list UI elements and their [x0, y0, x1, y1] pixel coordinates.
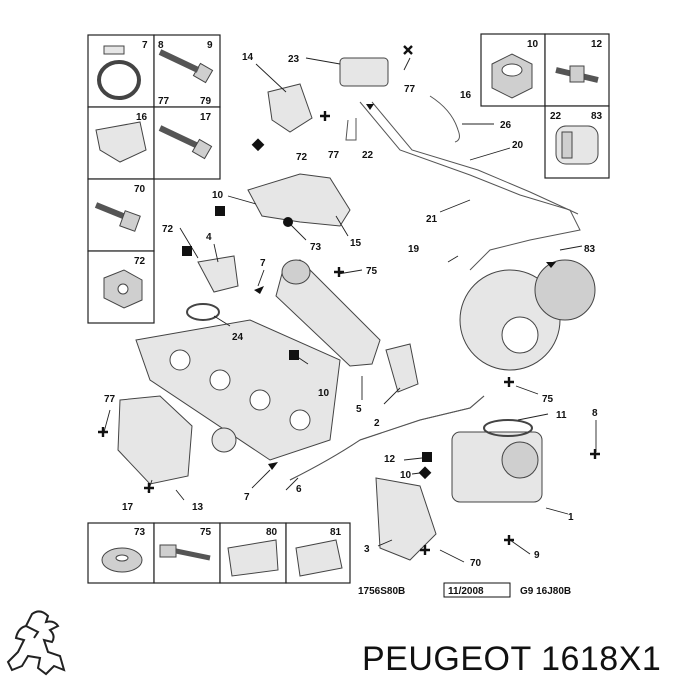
callout-14: 14: [242, 52, 254, 63]
callout-75a: 75: [366, 266, 378, 277]
bottom-parts-strip: 73 75 80 81: [87, 522, 351, 584]
nut-part-72: [103, 269, 143, 309]
bolt-part-17: [158, 125, 213, 160]
bracket-14: [267, 83, 313, 133]
callout-13: 13: [192, 502, 204, 513]
nut-part-10: [491, 53, 533, 99]
callout-83b: 83: [584, 244, 596, 255]
callout-10a: 10: [212, 190, 224, 201]
callout-12: 12: [591, 39, 603, 50]
callout-b80: 80: [266, 527, 278, 538]
brand-part-number: PEUGEOT 1618X1: [362, 640, 662, 678]
heat-shield: [247, 173, 351, 227]
callout-70: 70: [134, 184, 146, 195]
callout-10c: 10: [400, 470, 412, 481]
callout-6: 6: [296, 484, 302, 495]
plus-markers: [98, 45, 600, 555]
callout-5: 5: [356, 404, 362, 415]
callout-17: 17: [200, 112, 212, 123]
callout-72c: 72: [162, 224, 174, 235]
callout-83: 83: [591, 111, 603, 122]
egr-cooler: [275, 259, 381, 367]
bolt-part-8: [158, 49, 214, 84]
bolt-part-75: [159, 544, 211, 561]
ref-date: 11/2008: [448, 586, 484, 597]
clip-part-22-83: [555, 125, 599, 165]
clamp-part-7: [97, 45, 141, 100]
callout-72b: 72: [296, 152, 308, 163]
turbocharger: [459, 259, 596, 371]
peugeot-lion-logo: [6, 610, 66, 676]
callout-77b: 77: [328, 150, 340, 161]
callout-12b: 12: [384, 454, 396, 465]
reference-footer: 1756S80B 11/2008 G9 16J80B: [358, 582, 571, 598]
callout-77a: 77: [404, 84, 416, 95]
callout-72: 72: [134, 256, 146, 267]
callout-21: 21: [426, 214, 438, 225]
ref-code: 1756S80B: [358, 586, 405, 597]
callout-15: 15: [350, 238, 362, 249]
callout-10: 10: [527, 39, 539, 50]
clamp-part-81: [295, 539, 343, 577]
callout-b73: 73: [134, 527, 146, 538]
callout-11: 11: [556, 410, 567, 421]
callout-77: 77: [158, 96, 170, 107]
callout-75b: 75: [542, 394, 554, 405]
callout-2: 2: [374, 418, 380, 429]
callout-26: 26: [500, 120, 512, 131]
callout-b75: 75: [200, 527, 212, 538]
callout-8: 8: [158, 40, 164, 51]
diagram-callouts: 14 23 77 16 26 20 72 77 22 10 73 15 21 7…: [103, 52, 598, 569]
lower-heat-shield: [117, 395, 193, 485]
callout-1: 1: [568, 512, 574, 523]
gasket: [385, 343, 419, 393]
callout-9: 9: [207, 40, 213, 51]
callout-70b: 70: [470, 558, 482, 569]
bracket-part-80: [227, 539, 279, 577]
callout-7a: 7: [260, 258, 266, 269]
callout-79: 79: [200, 96, 212, 107]
right-parts-grid: 10 12 22 83: [480, 33, 610, 179]
callout-22b: 22: [362, 150, 374, 161]
elbow-pipe: [197, 255, 239, 293]
main-assembly: [117, 57, 596, 561]
callout-8b: 8: [592, 408, 598, 419]
callout-77c: 77: [104, 394, 116, 405]
callout-10b: 10: [318, 388, 330, 399]
callout-b81: 81: [330, 527, 342, 538]
stud-part-12: [555, 65, 599, 83]
callout-19: 19: [408, 244, 420, 255]
callout-73: 73: [310, 242, 322, 253]
washer-part-73: [101, 547, 143, 573]
bracket-3: [375, 477, 437, 561]
callout-7: 7: [142, 40, 148, 51]
ref-model: G9 16J80B: [520, 586, 571, 597]
bracket-part-16: [95, 121, 147, 163]
callout-3: 3: [364, 544, 370, 555]
callout-17b: 17: [122, 502, 134, 513]
egr-valve: [451, 431, 543, 503]
callout-7b: 7: [244, 492, 250, 503]
callout-23: 23: [288, 54, 300, 65]
bolt-part-70: [94, 202, 141, 232]
callout-22: 22: [550, 111, 562, 122]
callout-16: 16: [136, 112, 148, 123]
callout-20: 20: [512, 140, 524, 151]
left-parts-grid: 7 8 9 77 79 16 17 70 72: [87, 34, 221, 324]
callout-16b: 16: [460, 90, 472, 101]
callout-9b: 9: [534, 550, 540, 561]
callout-24: 24: [232, 332, 244, 343]
vacuum-valve: [339, 57, 389, 87]
callout-4: 4: [206, 232, 212, 243]
